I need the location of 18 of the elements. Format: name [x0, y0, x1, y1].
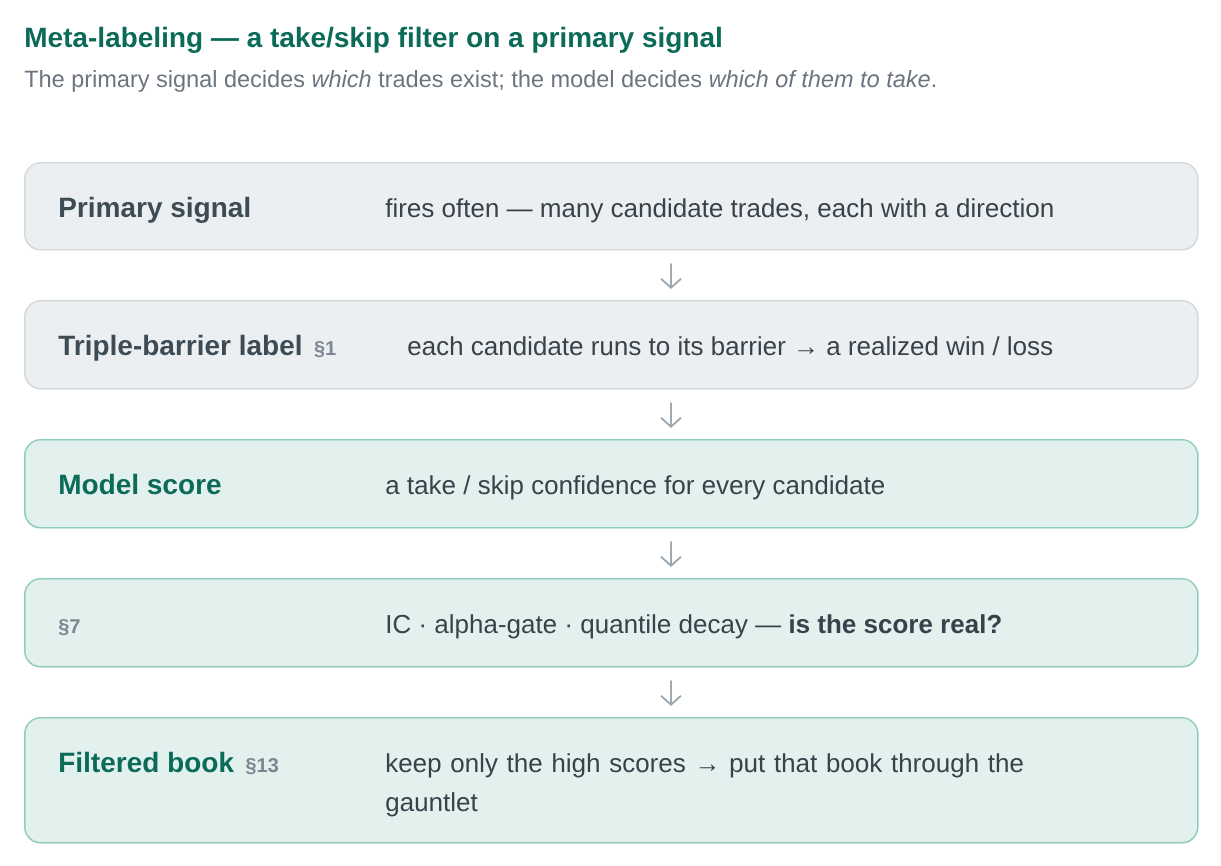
description-text: fires often — many candidate trades, each with a direction: [385, 198, 1053, 223]
arrow: [660, 540, 682, 567]
caption-text: The primary signal decides which trades exist; the model decides which of them to take.: [24, 70, 936, 92]
section-ref: §1: [314, 341, 336, 358]
box-heading: Primary signal: [60, 196, 250, 223]
title: Meta-labeling — a take/skip filter on a primary signal: [26, 26, 721, 53]
description-text: keep only the high scores → put that book through the gauntlet: [386, 753, 1023, 817]
section-ref: §13: [245, 758, 279, 775]
box-heading: Model score: [60, 473, 221, 495]
description-text: each candidate runs to its barrier → a realized win / loss: [408, 336, 1053, 356]
section-ref: §7: [58, 619, 80, 636]
arrow: [660, 679, 682, 706]
box-heading: Filtered book: [60, 751, 234, 773]
arrow: [660, 262, 682, 289]
box-heading: Triple-barrier label: [58, 334, 301, 361]
description-text: IC · alpha-gate · quantile decay — is the score real?: [387, 614, 1001, 639]
description-text: a take / skip confidence for every candidate: [386, 475, 885, 500]
arrow: [660, 401, 682, 428]
